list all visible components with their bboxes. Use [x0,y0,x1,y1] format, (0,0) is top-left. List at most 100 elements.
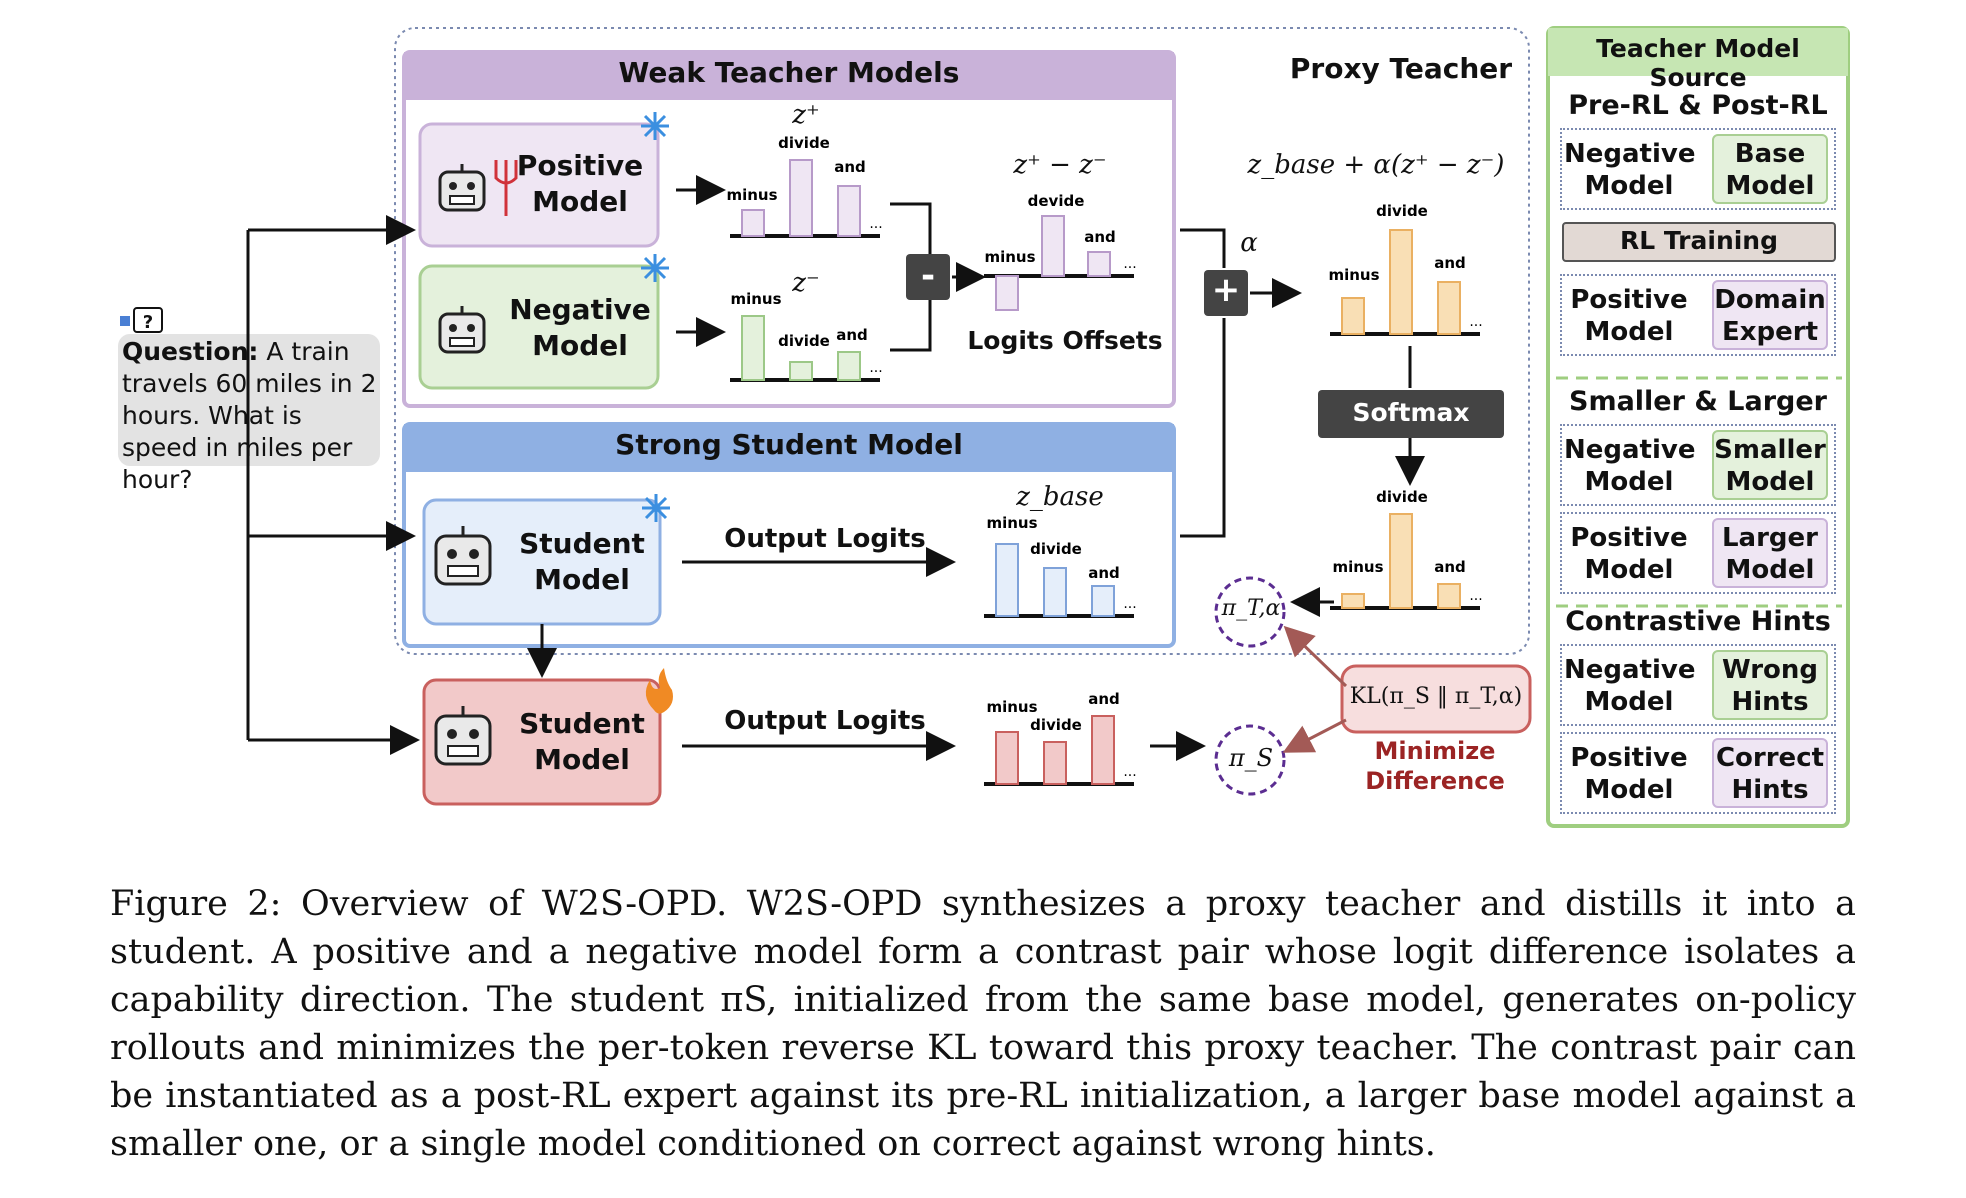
pi-S-circle [1214,724,1286,796]
robot-icon-student-frozen [434,526,492,586]
offset-formula: z⁺ − z⁻ [1013,150,1107,180]
neg-chart-ellipsis: ... [869,360,882,376]
speech-icon: ? [120,307,163,333]
proxy-chart-bar [1437,281,1461,335]
pi-T-circle [1214,576,1286,648]
offset-chart-ellipsis: ... [1123,256,1136,272]
student-chart-bar [1043,741,1067,785]
plus-op [1204,270,1248,316]
student-chart-tick-label: minus [986,698,1037,716]
softmax-label: Softmax [1352,398,1470,427]
kl-formula: KL(π_S ‖ π_T,α) [1349,684,1523,709]
base-chart-tick-label: divide [1030,540,1082,558]
pos-chart-bar [741,209,765,237]
source-left: Positive Model [1570,285,1688,347]
weak-teacher-title: Weak Teacher Models [618,56,960,89]
snowflake-icon-student [642,494,670,522]
source-right: Correct Hints [1715,743,1825,805]
student-frozen-label: Student Model [519,527,645,596]
source-row [1560,274,1836,356]
robot-icon-positive [438,164,486,212]
neg-chart-tick-label: minus [730,290,781,308]
base-chart-tick-label: minus [986,514,1037,532]
softmax-box [1318,390,1504,438]
rl-training-box [1562,222,1836,262]
base-chart-bar [995,543,1019,617]
proxy-chart-bar [1389,229,1413,335]
source-left: Negative Model [1564,435,1696,497]
z-base-label: z_base [1016,482,1104,512]
student-chart-ellipsis: ... [1123,764,1136,780]
svg-text:?: ? [143,312,153,333]
proxy-formula: z_base + α(z⁺ − z⁻) [1247,150,1505,180]
robot-icon-student-train [434,706,492,766]
offset-chart-bar [1087,251,1111,277]
source-row [1560,424,1836,506]
source-left: Positive Model [1570,523,1688,585]
proxy-chart-ellipsis: ... [1469,314,1482,330]
softmax-chart-tick-label: and [1434,558,1466,576]
source-right-box [1712,518,1828,588]
output-logits-label-frozen: Output Logits [724,524,926,554]
logits-offsets-label: Logits Offsets [967,326,1163,355]
neg-chart-bar [741,315,765,381]
student-chart-tick-label: divide [1030,716,1082,734]
section-title-prerl: Pre-RL & Post-RL [1568,90,1828,121]
proxy-chart-tick-label: divide [1376,202,1428,220]
source-row [1560,732,1836,814]
source-right: Smaller Model [1714,435,1826,497]
trident-icon [494,160,518,216]
source-header [1548,28,1848,76]
student-chart-bar [1091,715,1115,785]
source-right-box [1712,738,1828,808]
negative-model-label: Negative Model [509,293,651,362]
softmax-chart-bar [1341,593,1365,609]
figure-caption: Figure 2: Overview of W2S-OPD. W2S-OPD s… [110,884,1856,1164]
positive-model-label: Positive Model [516,149,644,218]
offset-chart-bar [995,275,1019,311]
student-train-box [422,678,662,806]
proxy-chart-tick-label: minus [1328,266,1379,284]
pos-chart-bar [789,159,813,237]
section-title-size: Smaller & Larger [1569,386,1827,417]
source-right: Larger Model [1721,523,1818,585]
source-left: Negative Model [1564,655,1696,717]
section-title-hints: Contrastive Hints [1565,606,1831,637]
neg-chart-tick-label: divide [778,332,830,350]
offset-chart-bar [1041,215,1065,277]
source-right-box [1712,430,1828,500]
source-right-box [1712,280,1828,350]
source-right-box [1712,650,1828,720]
pos-chart-tick-label: and [834,158,866,176]
strong-student-header [404,424,1174,472]
proxy-teacher-region [394,27,1530,655]
base-chart-ellipsis: ... [1123,596,1136,612]
snowflake-icon-positive [641,112,669,140]
source-left: Positive Model [1570,743,1688,805]
weak-teacher-header [404,52,1174,100]
softmax-chart-bar [1437,583,1461,609]
pi-T-label: π_T,α [1221,596,1281,621]
minus-op [906,254,950,300]
kl-note: Minimize Difference [1365,737,1505,795]
z-neg-label: z⁻ [792,268,820,298]
proxy-teacher-title: Proxy Teacher [1289,52,1513,85]
robot-icon-negative [438,306,486,354]
source-right: Domain Expert [1714,285,1826,347]
question-text: Question: A train travels 60 miles in 2 … [122,337,377,494]
pos-chart-tick-label: divide [778,134,830,152]
rl-training-label: RL Training [1619,226,1779,255]
snowflake-icon-negative [641,254,669,282]
output-logits-label-train: Output Logits [724,706,926,736]
pos-chart-bar [837,185,861,237]
minus-op-label: - [920,256,936,296]
softmax-chart-tick-label: minus [1332,558,1383,576]
positive-model-box [418,122,660,248]
neg-chart-bar [837,351,861,381]
base-chart-bar [1043,567,1067,617]
base-chart-tick-label: and [1088,564,1120,582]
fire-icon [645,668,673,714]
plus-op-label: + [1211,270,1241,310]
